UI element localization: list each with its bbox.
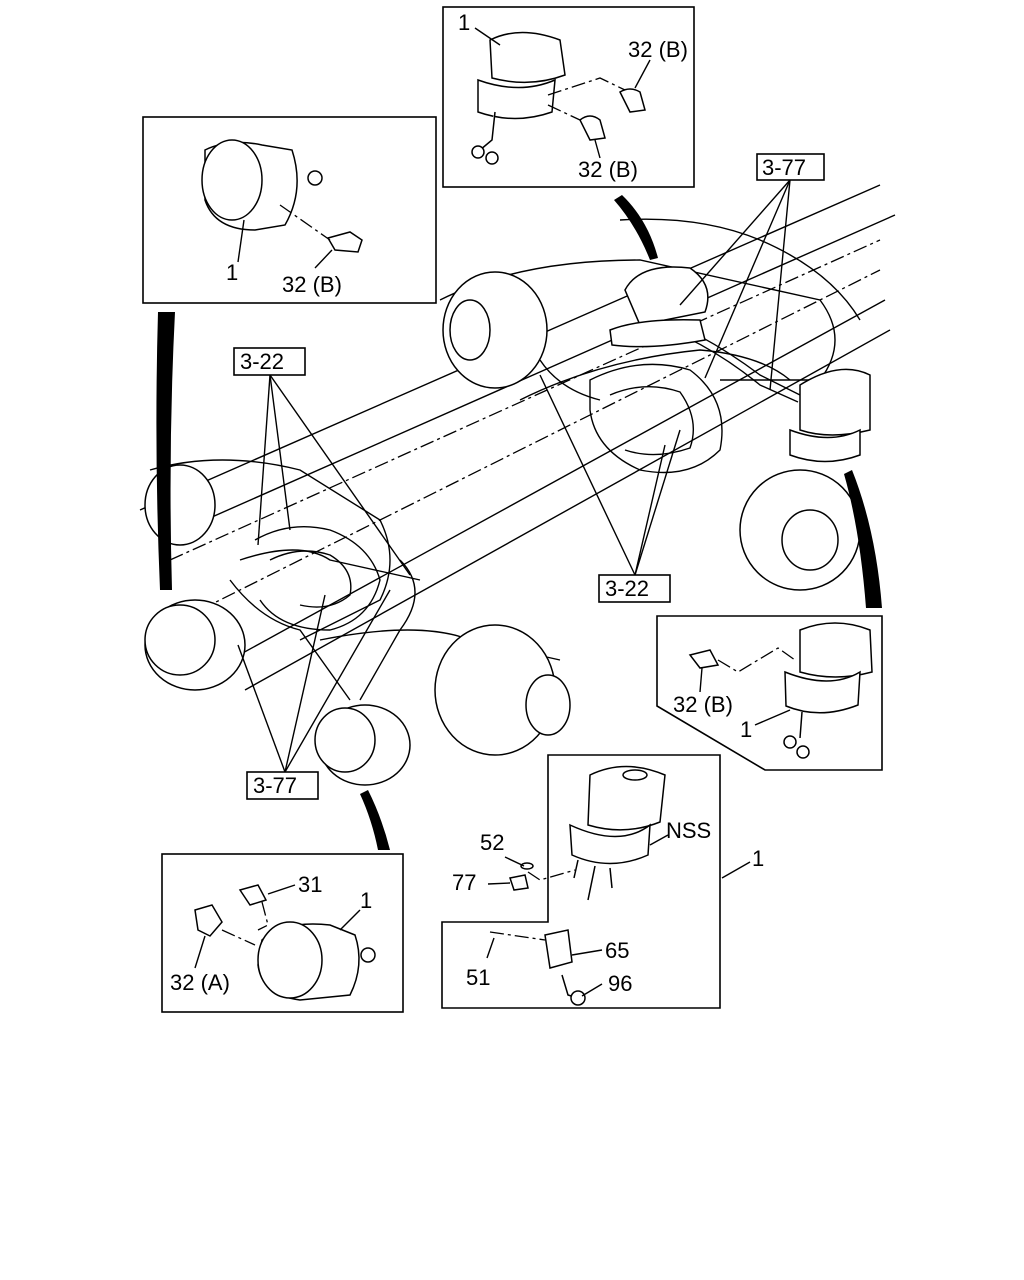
nut-77 xyxy=(509,874,529,891)
pin-96 xyxy=(561,974,586,1006)
connector-31 xyxy=(238,884,268,906)
ref-box-3-22-right: 3-22 xyxy=(598,574,671,603)
ref-box-3-77-bottom: 3-77 xyxy=(246,771,319,800)
label-part-32b: 32 (B) xyxy=(578,157,638,182)
brake-chamber xyxy=(257,921,376,1001)
ref-box-3-22-left: 3-22 xyxy=(233,347,306,376)
ref-text: 3-77 xyxy=(253,773,297,798)
ref-text: 3-22 xyxy=(240,349,284,374)
label-part-32b: 32 (B) xyxy=(282,272,342,297)
label-part-51: 51 xyxy=(466,965,490,990)
ref-leaders xyxy=(237,179,791,773)
chassis-frame xyxy=(139,184,896,756)
label-part-1: 1 xyxy=(752,846,764,871)
brake-chamber-right xyxy=(789,368,871,463)
label-part-1: 1 xyxy=(226,260,238,285)
callout-top-left: 1 32 (B) xyxy=(142,116,437,304)
label-part-77: 77 xyxy=(452,870,476,895)
callout-bottom-left: 31 1 32 (A) xyxy=(161,853,404,1013)
label-part-32a: 32 (A) xyxy=(170,970,230,995)
label-part-96: 96 xyxy=(608,971,632,996)
label-part-1: 1 xyxy=(360,888,372,913)
callout-top-center: 1 32 (B) 32 (B) xyxy=(442,6,695,188)
clevis-65 xyxy=(544,929,573,969)
brake-chamber xyxy=(471,31,566,165)
ref-text: 3-77 xyxy=(762,155,806,180)
label-part-31: 31 xyxy=(298,872,322,897)
label-nss: NSS xyxy=(666,818,711,843)
elbow-fitting xyxy=(579,88,646,141)
callout-right: 32 (B) 1 xyxy=(656,615,883,771)
elbow-fitting xyxy=(326,231,363,253)
elbow-fitting xyxy=(688,649,720,669)
callout-bottom-detail: 52 77 51 65 96 NSS 1 xyxy=(441,754,764,1009)
brake-chamber-rear-left xyxy=(144,599,246,691)
swoosh-connector-bottom xyxy=(360,790,390,850)
swoosh-connector-topleft xyxy=(156,312,175,590)
label-part-52: 52 xyxy=(480,830,504,855)
elbow-fitting-32a xyxy=(194,904,223,937)
swoosh-connector-right xyxy=(844,470,882,608)
brake-chamber-nss xyxy=(569,765,666,901)
brake-chamber-front-left xyxy=(314,704,411,786)
label-part-32b: 32 (B) xyxy=(673,692,733,717)
label-part-65: 65 xyxy=(605,938,629,963)
swoosh-connector-top xyxy=(614,195,658,260)
brake-chamber xyxy=(783,622,873,759)
label-part-1: 1 xyxy=(740,717,752,742)
ref-text: 3-22 xyxy=(605,576,649,601)
label-part-32b: 32 (B) xyxy=(628,37,688,62)
washer-52 xyxy=(520,862,534,870)
brake-chamber-top xyxy=(609,266,709,348)
brake-chamber xyxy=(201,139,323,231)
ref-box-3-77-top: 3-77 xyxy=(756,153,825,181)
label-part-1: 1 xyxy=(458,10,470,35)
